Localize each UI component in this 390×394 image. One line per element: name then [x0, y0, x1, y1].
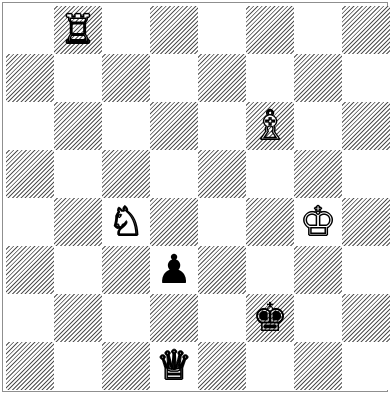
- square-b4[interactable]: [54, 198, 102, 246]
- square-h5[interactable]: [342, 150, 390, 198]
- square-d7[interactable]: [150, 54, 198, 102]
- square-h2[interactable]: [342, 294, 390, 342]
- square-d1[interactable]: ♕: [150, 342, 198, 390]
- square-h6[interactable]: [342, 102, 390, 150]
- square-d8[interactable]: [150, 6, 198, 54]
- square-a2[interactable]: [6, 294, 54, 342]
- black-king-icon[interactable]: ♚: [252, 298, 288, 338]
- square-b6[interactable]: [54, 102, 102, 150]
- square-f6[interactable]: ♗: [246, 102, 294, 150]
- square-h8[interactable]: [342, 6, 390, 54]
- square-h7[interactable]: [342, 54, 390, 102]
- white-bishop-icon[interactable]: ♗: [252, 106, 288, 146]
- square-d2[interactable]: [150, 294, 198, 342]
- square-g2[interactable]: [294, 294, 342, 342]
- square-e1[interactable]: [198, 342, 246, 390]
- black-pawn-icon[interactable]: ♟: [156, 250, 192, 290]
- square-h4[interactable]: [342, 198, 390, 246]
- square-g6[interactable]: [294, 102, 342, 150]
- square-f2[interactable]: ♚: [246, 294, 294, 342]
- square-e3[interactable]: [198, 246, 246, 294]
- square-d3[interactable]: ♟: [150, 246, 198, 294]
- white-rook-icon[interactable]: ♖: [60, 10, 96, 50]
- square-f5[interactable]: [246, 150, 294, 198]
- square-b2[interactable]: [54, 294, 102, 342]
- square-e2[interactable]: [198, 294, 246, 342]
- white-queen-icon[interactable]: ♕: [156, 346, 192, 386]
- square-c1[interactable]: [102, 342, 150, 390]
- square-g8[interactable]: [294, 6, 342, 54]
- white-king-icon[interactable]: ♔: [300, 202, 336, 242]
- square-c7[interactable]: [102, 54, 150, 102]
- white-knight-icon[interactable]: ♘: [108, 202, 144, 242]
- square-d5[interactable]: [150, 150, 198, 198]
- square-f1[interactable]: [246, 342, 294, 390]
- square-g3[interactable]: [294, 246, 342, 294]
- square-f3[interactable]: [246, 246, 294, 294]
- square-b1[interactable]: [54, 342, 102, 390]
- square-b3[interactable]: [54, 246, 102, 294]
- chessboard[interactable]: ♖ ♗ ♘ ♔ ♟ ♚ ♕: [6, 6, 390, 390]
- square-e8[interactable]: [198, 6, 246, 54]
- square-f7[interactable]: [246, 54, 294, 102]
- square-g4[interactable]: ♔: [294, 198, 342, 246]
- square-c4[interactable]: ♘: [102, 198, 150, 246]
- square-f8[interactable]: [246, 6, 294, 54]
- square-c3[interactable]: [102, 246, 150, 294]
- square-e5[interactable]: [198, 150, 246, 198]
- square-a7[interactable]: [6, 54, 54, 102]
- square-g7[interactable]: [294, 54, 342, 102]
- square-a3[interactable]: [6, 246, 54, 294]
- square-e4[interactable]: [198, 198, 246, 246]
- square-h3[interactable]: [342, 246, 390, 294]
- square-d4[interactable]: [150, 198, 198, 246]
- square-b7[interactable]: [54, 54, 102, 102]
- square-c5[interactable]: [102, 150, 150, 198]
- square-f4[interactable]: [246, 198, 294, 246]
- square-a8[interactable]: [6, 6, 54, 54]
- square-e7[interactable]: [198, 54, 246, 102]
- square-a4[interactable]: [6, 198, 54, 246]
- square-c2[interactable]: [102, 294, 150, 342]
- square-b8[interactable]: ♖: [54, 6, 102, 54]
- square-g5[interactable]: [294, 150, 342, 198]
- square-a6[interactable]: [6, 102, 54, 150]
- square-a1[interactable]: [6, 342, 54, 390]
- square-g1[interactable]: [294, 342, 342, 390]
- square-a5[interactable]: [6, 150, 54, 198]
- square-e6[interactable]: [198, 102, 246, 150]
- square-c6[interactable]: [102, 102, 150, 150]
- square-d6[interactable]: [150, 102, 198, 150]
- square-b5[interactable]: [54, 150, 102, 198]
- square-h1[interactable]: [342, 342, 390, 390]
- square-c8[interactable]: [102, 6, 150, 54]
